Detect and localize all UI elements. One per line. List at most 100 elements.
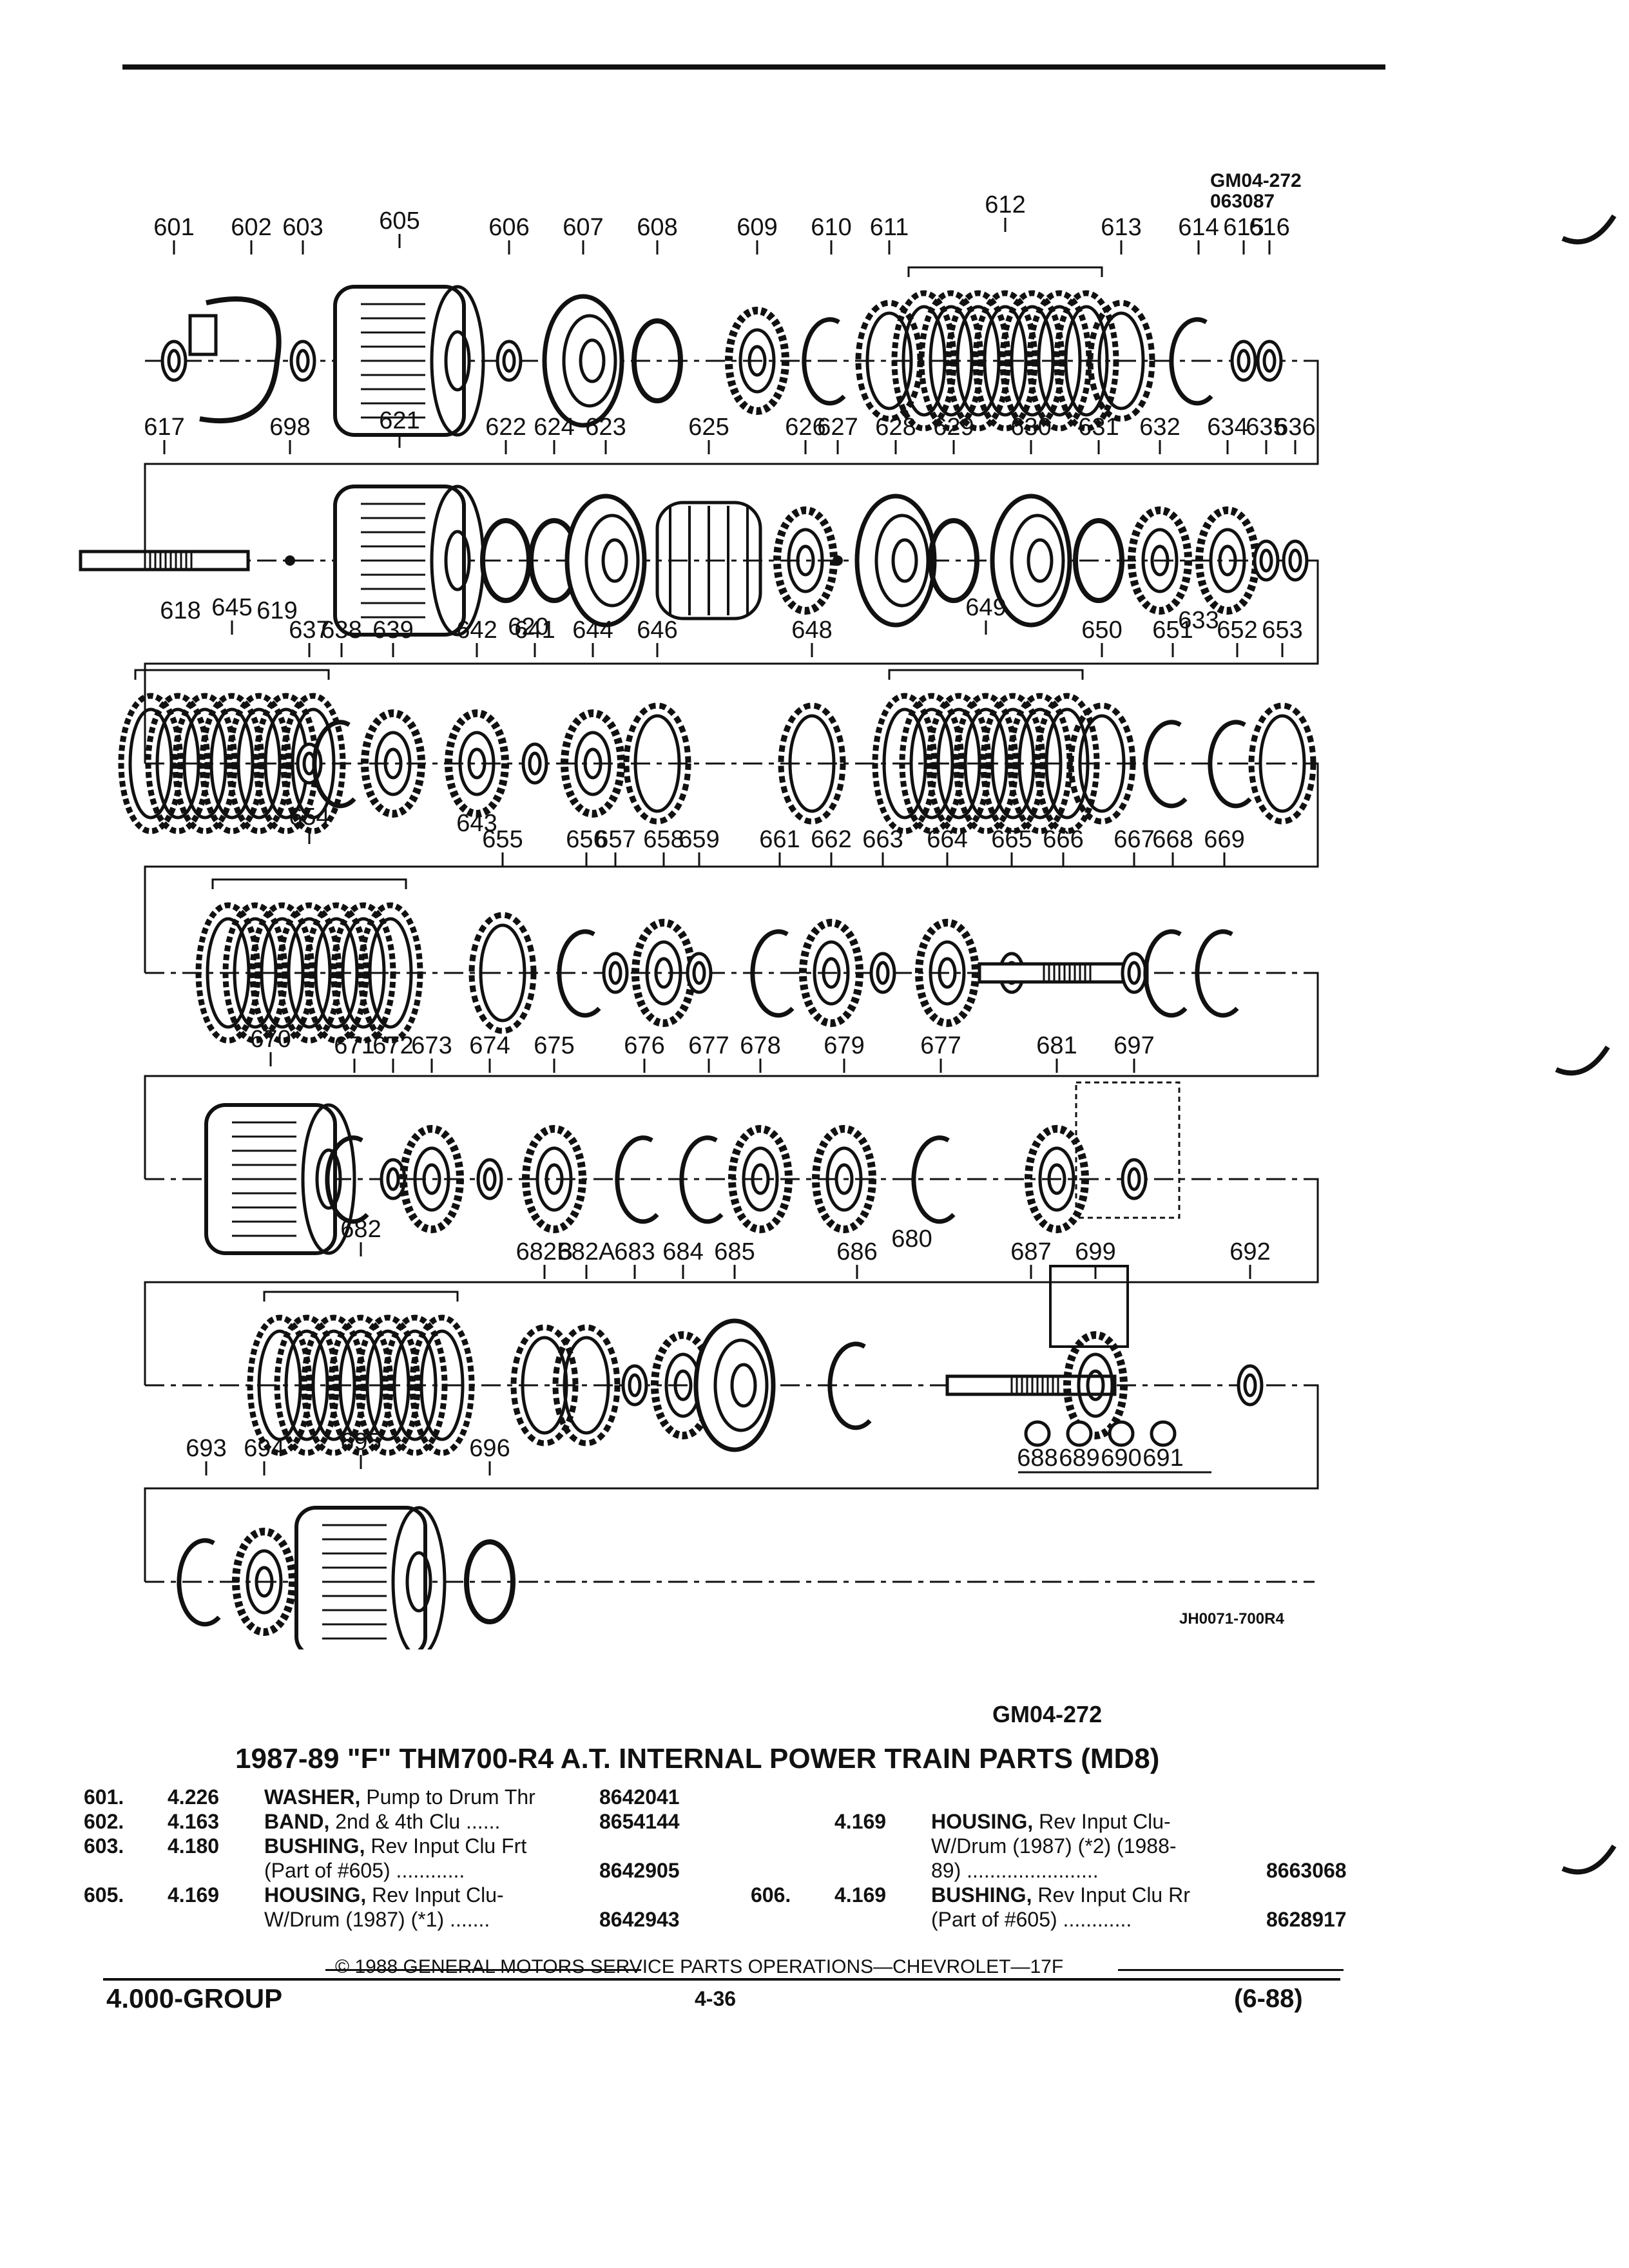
- callout-label: 651: [1152, 617, 1193, 644]
- part-drawing-snap: [557, 929, 601, 1018]
- callout-label: 623: [585, 414, 626, 441]
- callout-label: 659: [679, 826, 719, 853]
- small-part-drawing: [1150, 1420, 1177, 1447]
- margin-mark: [1561, 1844, 1617, 1875]
- part-drawing-pack: [247, 1291, 475, 1456]
- part-drawing-piston: [542, 294, 624, 428]
- callout-label: 689: [1059, 1445, 1099, 1472]
- footer-group: 4.000-GROUP: [106, 1983, 283, 2013]
- callout-label: 641: [514, 617, 555, 644]
- callout-label: 677: [920, 1032, 961, 1059]
- part-description: BUSHING, Rev Input Clu Rr: [931, 1883, 1190, 1907]
- part-drawing-washer: [476, 1158, 503, 1200]
- part-drawing-washer: [602, 952, 629, 994]
- part-drawing-piston: [990, 494, 1072, 628]
- callout-label: 672: [372, 1032, 413, 1059]
- part-drawing-gear: [1025, 1125, 1089, 1233]
- callout-label: 622: [485, 414, 526, 441]
- footer-page-number: 4-36: [695, 1987, 737, 2010]
- part-drawing-dot: [285, 555, 295, 566]
- row-connector: [144, 360, 1319, 561]
- part-drawing-washer: [1121, 1158, 1148, 1200]
- part-drawing-gear: [799, 919, 863, 1027]
- optional-part-box: [1075, 1081, 1181, 1219]
- part-drawing-washer: [869, 952, 896, 994]
- callout-label: 613: [1101, 214, 1141, 241]
- part-description: HOUSING, Rev Input Clu-: [931, 1810, 1171, 1833]
- group-number: 4.163: [168, 1810, 220, 1833]
- footer-date-code: (6-88): [1234, 1984, 1303, 2013]
- part-drawing-gear: [232, 1528, 296, 1636]
- part-drawing-seal: [1073, 518, 1124, 603]
- part-drawing-drum: [294, 1506, 447, 1649]
- callout-label: 679: [824, 1032, 864, 1059]
- gm-part-number: 8654144: [599, 1810, 680, 1833]
- callout-label: 621: [379, 407, 419, 434]
- part-drawing-washer: [1256, 340, 1283, 382]
- callout-label: 657: [595, 826, 635, 853]
- part-description: WASHER, Pump to Drum Thr: [264, 1785, 535, 1809]
- callout-label: 656: [566, 826, 606, 853]
- part-drawing-plate: [510, 1324, 579, 1446]
- parts-list-row: 606. 4.169 BUSHING, Rev Input Clu Rr: [751, 1883, 1395, 1907]
- part-drawing-snap: [1208, 720, 1252, 809]
- part-drawing-washer: [1230, 340, 1257, 382]
- parts-list-title: 1987-89 "F" THM700-R4 A.T. INTERNAL POWE…: [235, 1743, 1160, 1774]
- gm-part-number: 8642041: [599, 1785, 680, 1809]
- callout-label: 699: [1075, 1238, 1115, 1265]
- callout-label: 614: [1178, 214, 1219, 241]
- part-description: BAND, 2nd & 4th Clu ......: [264, 1810, 501, 1833]
- callout-label: 680: [891, 1225, 932, 1253]
- part-drawing-piston: [693, 1318, 776, 1452]
- part-drawing-gear: [725, 307, 789, 415]
- footer-rule-right: [1118, 1969, 1344, 1971]
- part-drawing-washer: [1253, 539, 1280, 582]
- callout-label: 698: [269, 414, 310, 441]
- callout-label: 612: [985, 191, 1025, 218]
- callout-label: 654: [289, 803, 329, 831]
- callout-label: 634: [1207, 414, 1248, 441]
- part-drawing-snap: [1143, 929, 1188, 1018]
- footer-copyright: © 1988 GENERAL MOTORS SERVICE PARTS OPER…: [335, 1956, 1064, 1977]
- callout-label: 682B: [516, 1238, 574, 1265]
- callout-label: 670: [250, 1026, 291, 1053]
- callout-label: 663: [862, 826, 903, 853]
- gm-part-number: 8642943: [599, 1908, 680, 1931]
- part-number: 601.: [84, 1785, 124, 1809]
- parts-list-row: W/Drum (1987) (*1) .......8642943: [84, 1907, 728, 1932]
- callout-label: 685: [714, 1238, 755, 1265]
- callout-label: 673: [411, 1032, 452, 1059]
- callout-label: 608: [637, 214, 677, 241]
- callout-label: 694: [244, 1435, 284, 1462]
- callout-label: 617: [144, 414, 184, 441]
- callout-label: 667: [1113, 826, 1154, 853]
- part-drawing-snap: [1195, 929, 1239, 1018]
- part-number: 606.: [751, 1883, 791, 1907]
- part-drawing-pack: [891, 266, 1119, 432]
- small-part-drawing: [1024, 1420, 1051, 1447]
- small-part-drawing: [1066, 1420, 1093, 1447]
- callout-label: 618: [160, 597, 200, 624]
- diagram-caption-code: GM04-272: [992, 1701, 1103, 1727]
- callout-label: 671: [334, 1032, 374, 1059]
- callout-label: 610: [811, 214, 851, 241]
- parts-list-row: (Part of #605) ............8628917: [751, 1907, 1395, 1932]
- margin-mark: [1561, 214, 1617, 245]
- diagram-ref-code: GM04-272: [1210, 170, 1302, 191]
- callout-label: 692: [1229, 1238, 1270, 1265]
- callout-label: 688: [1017, 1445, 1057, 1472]
- part-drawing-pack: [118, 669, 346, 834]
- part-drawing-snap: [177, 1538, 221, 1627]
- part-description: W/Drum (1987) (*2) (1988-: [931, 1834, 1177, 1858]
- part-drawing-plate: [623, 702, 691, 825]
- part-drawing-drum: [204, 1103, 356, 1255]
- part-drawing-plate: [1087, 300, 1155, 422]
- callout-label: 625: [688, 414, 729, 441]
- group-number: 4.169: [834, 1883, 887, 1907]
- part-drawing-washer: [621, 1364, 648, 1407]
- callout-label: 619: [256, 597, 297, 624]
- part-drawing-snap: [679, 1135, 724, 1224]
